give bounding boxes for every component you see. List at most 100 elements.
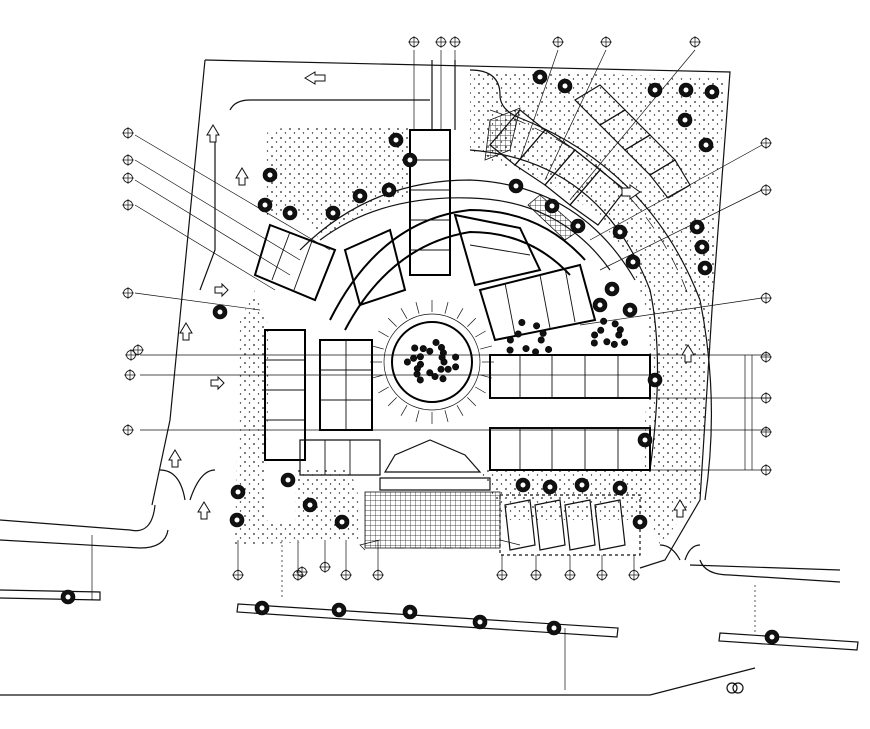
tree-icon [542,479,558,495]
grid-bubble-icon [689,36,701,48]
arrow-icon [681,344,695,363]
grid-bubble-icon [552,36,564,48]
tree-icon [689,219,705,235]
hub-ray [372,374,384,379]
arrow-icon [214,282,229,298]
tree-icon [545,345,553,353]
tree-icon [410,354,418,362]
tree-icon [592,297,608,313]
tree-icon [452,353,460,361]
grid-bubble-icon [596,569,608,581]
tree-icon [437,365,445,373]
tree-icon [452,363,460,371]
arrow-icons [168,71,695,520]
site-boundary [151,59,731,569]
tree-icon [334,514,350,530]
tree-icon [325,205,341,221]
tree-icon [515,477,531,493]
grid-bubble-icon [760,184,772,196]
tree-icon [381,182,397,198]
tree-icon [537,336,545,344]
tree-icon [431,373,439,381]
tree-icon [611,320,619,328]
tree-icon [262,167,278,183]
grid-bubble-icon [760,464,772,476]
hub-ray [456,405,464,416]
tree-icon [546,620,562,636]
hub-ray [415,410,420,422]
hub-ray [467,397,477,407]
tree-icon [544,198,560,214]
tree-icon [60,589,76,605]
hub-ray [475,330,486,338]
tree-icon [388,132,404,148]
tree-icon [416,376,424,384]
tree-icon [678,82,694,98]
tree-icon [764,629,780,645]
hub-ray [400,405,408,416]
tree-icon [612,480,628,496]
grid-bubble-icon [122,287,134,299]
tree-icon [514,330,522,338]
grid-bubble-icon [296,566,308,578]
arrow-icon [168,449,182,468]
grid-lines [134,49,770,690]
tree-icon [532,348,540,356]
tree-icon [506,346,514,354]
hub-ray [378,386,389,394]
tree-icon [331,602,347,618]
tree-icon [411,344,419,352]
hub-ray [444,410,449,422]
tree-icon [698,137,714,153]
tree-icon [426,369,434,377]
grid-bubble-icon [760,292,772,304]
tree-icon [557,78,573,94]
tree-icon [591,331,599,339]
tree-icon [416,353,424,361]
grid-bubble-icon [449,36,461,48]
arrow-icon [206,124,220,143]
hub-ray [387,317,397,327]
hub-ray [378,330,389,338]
tree-icon [352,188,368,204]
tree-icon [419,345,427,353]
tree-icon [438,353,446,361]
tree-icon [539,329,547,337]
grid-bubble-icon [132,344,144,356]
hub-ray [467,317,477,327]
tree-icon [603,338,611,346]
tree-icon [621,338,629,346]
tree-icon [522,345,530,353]
arrow-icon [304,71,326,85]
grid-bubble-icon [124,369,136,381]
tree-icon [616,326,624,334]
tree-icon [257,197,273,213]
tree-icon [506,336,514,344]
grid-bubble-icon [600,36,612,48]
grid-bubble-icon [530,569,542,581]
grid-bubble-icon [496,569,508,581]
tree-icon [632,514,648,530]
tree-icon [697,260,713,276]
grid-bubble-icon [232,569,244,581]
grid-bubble-icon [122,172,134,184]
grid-bubble-icon [122,154,134,166]
grid-bubble-icon [408,36,420,48]
hub-ray [456,308,464,319]
hub-ray [444,302,449,314]
arrow-icon [210,375,225,391]
grid-bubble-icon [435,36,447,48]
grid-bubble-icon [122,424,134,436]
tree-icon [444,365,452,373]
tree-icon [439,375,447,383]
tree-icon [402,152,418,168]
arrow-icon [621,184,641,200]
grid-bubble-icon [564,569,576,581]
hub-ray [372,345,384,350]
tree-icon [402,604,418,620]
tree-icon [212,304,228,320]
tree-icon [229,512,245,528]
gates [159,469,701,561]
